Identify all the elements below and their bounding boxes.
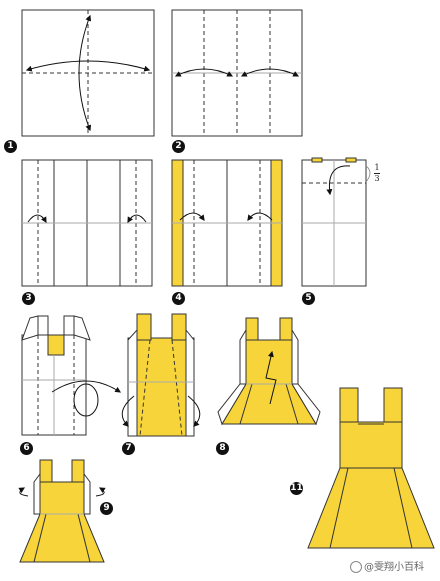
step-7-folded — [121, 313, 201, 437]
step-5-rectangle — [301, 157, 371, 287]
step-3-square — [21, 159, 153, 287]
step-11-finished-dress — [307, 387, 435, 549]
step-6-folded — [21, 315, 122, 436]
fraction-label: 1 3 — [374, 164, 380, 183]
step-number-7: 7 — [122, 442, 135, 455]
step-4-square — [171, 159, 283, 287]
weibo-icon — [350, 561, 362, 573]
step-number-4: 4 — [172, 292, 185, 305]
step-1-square — [21, 9, 155, 137]
step-number-2: 2 — [172, 140, 185, 153]
step-number-11: 11 — [290, 482, 303, 495]
step-9-folded — [18, 459, 106, 563]
watermark: @雯翔小百科 — [350, 558, 424, 573]
step-number-5: 5 — [302, 292, 315, 305]
step-8-folded — [217, 317, 321, 426]
step-number-9: 9 — [100, 502, 113, 515]
step-number-8: 8 — [216, 442, 229, 455]
watermark-text: @雯翔小百科 — [364, 562, 424, 573]
fraction-denominator: 3 — [374, 174, 380, 183]
step-number-3: 3 — [22, 292, 35, 305]
step-2-square — [171, 9, 303, 137]
fraction-numerator: 1 — [374, 163, 380, 172]
step-number-6: 6 — [20, 442, 33, 455]
step-number-1: 1 — [4, 140, 17, 153]
